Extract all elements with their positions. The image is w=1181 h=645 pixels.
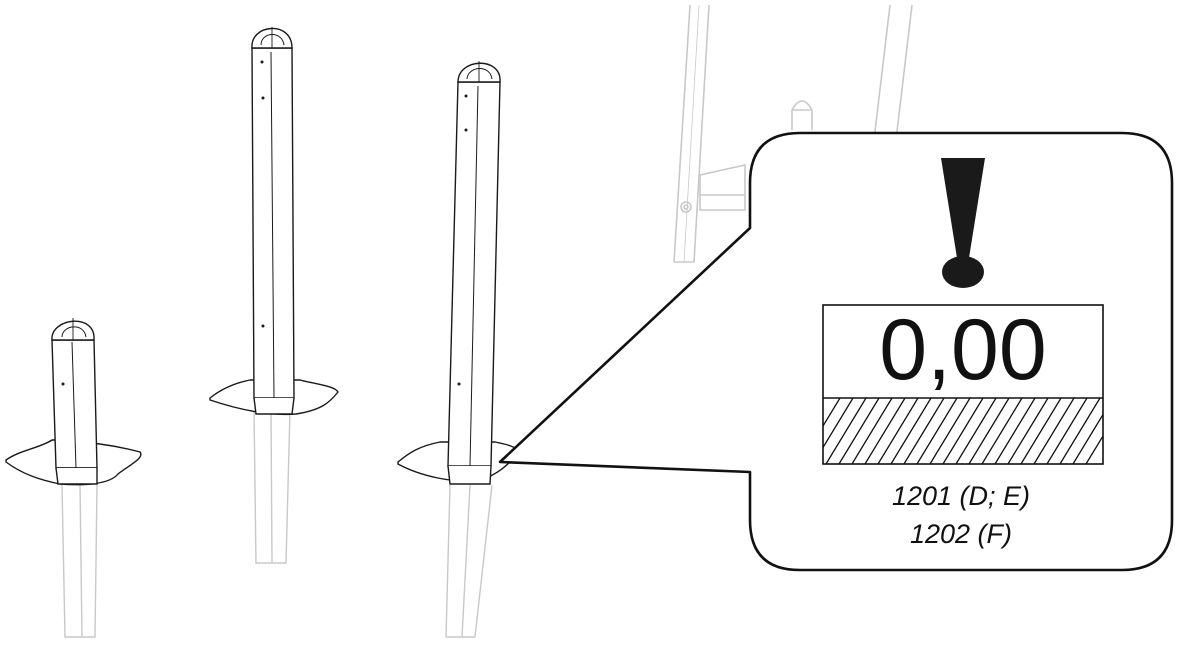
post-short-left bbox=[5, 318, 142, 638]
part-ref-1: 1201 (D; E) bbox=[892, 481, 1030, 511]
warning-exclamation-icon bbox=[941, 158, 985, 288]
level-box bbox=[822, 304, 1104, 465]
hatched-ground-pattern bbox=[823, 398, 1103, 464]
post-tall-middle bbox=[209, 27, 339, 564]
ground-level-callout: 0,00 1201 (D; bbox=[498, 131, 1174, 572]
part-ref-2: 1202 (F) bbox=[910, 519, 1012, 549]
background-frame-structure bbox=[673, 4, 913, 263]
level-value: 0,00 bbox=[879, 302, 1046, 398]
post-tall-right bbox=[397, 61, 521, 638]
